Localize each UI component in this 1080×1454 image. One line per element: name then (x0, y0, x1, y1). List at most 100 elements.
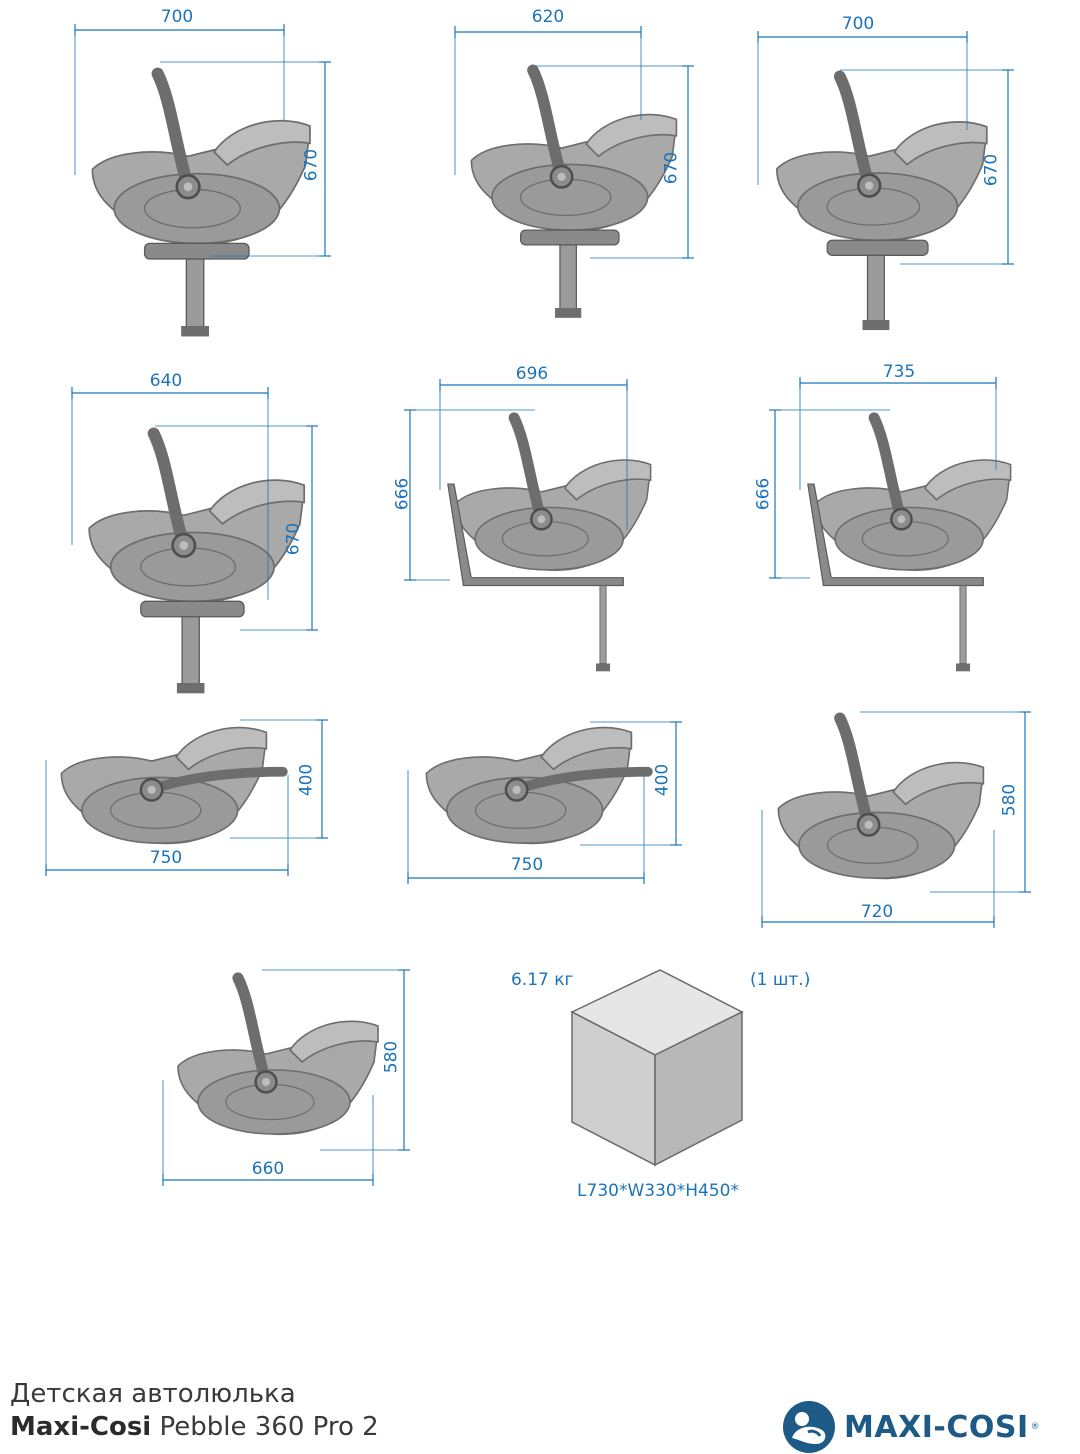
product-brand: Maxi-Cosi (10, 1411, 152, 1442)
support-leg-foot (956, 663, 971, 672)
dimension-width: 700 (841, 14, 875, 34)
support-leg-foot (555, 308, 582, 318)
seat-canopy (175, 726, 268, 771)
seat-view (425, 726, 653, 845)
dimension-height: 400 (652, 763, 673, 797)
support-leg-foot (596, 663, 611, 672)
carry-handle (232, 972, 272, 1088)
isofix-base (519, 229, 620, 246)
dimension-height: 670 (661, 151, 682, 185)
seat-canopy (893, 121, 988, 166)
support-leg-foot (181, 326, 209, 337)
isofix-base (826, 239, 929, 256)
carry-handle (833, 70, 876, 192)
seat-view (470, 64, 678, 318)
support-leg (599, 585, 607, 664)
support-leg (181, 616, 200, 687)
dimension-width: 696 (515, 364, 549, 384)
support-leg (866, 254, 885, 324)
dimension-width: 735 (882, 362, 916, 382)
carry-handle (508, 412, 547, 525)
support-leg (959, 585, 967, 664)
product-name: Maxi-Cosi Pebble 360 Pro 2 (10, 1411, 379, 1444)
package-box-icon (570, 969, 744, 1167)
handle-pivot-center (864, 820, 873, 829)
handle-pivot-center (512, 785, 521, 794)
support-leg (185, 258, 205, 330)
seat-lower-shell (834, 506, 985, 571)
dimension-height: 666 (753, 477, 774, 511)
dimension-width: 620 (531, 7, 565, 27)
dimension-width: 720 (860, 902, 894, 922)
registered-mark: ® (1030, 1422, 1040, 1432)
dimension-height: 670 (301, 148, 322, 182)
handle-pivot-center (537, 515, 546, 524)
support-leg-foot (862, 320, 890, 331)
dimension-width: 700 (160, 7, 194, 27)
seat-canopy (563, 459, 652, 501)
dimension-width: 640 (149, 371, 183, 391)
seat-canopy (923, 459, 1012, 501)
dimension-height: 580 (999, 783, 1020, 817)
dimension-width: 750 (149, 848, 183, 868)
seat-view (807, 412, 1012, 672)
seat-view (777, 712, 985, 880)
handle-pivot-center (557, 172, 566, 181)
handle-pivot-center (147, 785, 156, 794)
dimension-width: 660 (251, 1159, 285, 1179)
dimension-height: 580 (381, 1040, 402, 1074)
seat-lower-shell (446, 776, 604, 844)
seat-canopy (585, 113, 678, 158)
handle-pivot-center (179, 541, 189, 550)
brand-logo: MAXI-COSI® (782, 1400, 1040, 1454)
seat-view (447, 412, 652, 672)
seat-view (60, 726, 288, 845)
seat-canopy (892, 761, 985, 806)
dimension-height: 666 (392, 477, 413, 511)
seat-lower-shell (197, 1069, 351, 1135)
carry-handle (147, 427, 190, 552)
carry-handle (511, 766, 653, 795)
handle-pivot-center (897, 515, 906, 524)
support-leg (559, 244, 577, 312)
seat-view (177, 972, 379, 1136)
handle-pivot-center (183, 182, 193, 192)
handle-pivot-center (865, 181, 874, 190)
isofix-base (807, 483, 984, 587)
seat-lower-shell (81, 776, 239, 844)
carry-handle (834, 712, 875, 831)
seat-canopy (213, 119, 311, 167)
dimension-height: 670 (981, 153, 1002, 187)
isofix-base (140, 600, 245, 618)
seat-canopy (208, 479, 306, 526)
seat-view (88, 427, 306, 694)
box-right-face (654, 1010, 743, 1167)
logo-text: MAXI-COSI (844, 1409, 1029, 1445)
maxi-cosi-baby-icon (783, 1401, 835, 1453)
carry-handle (527, 64, 568, 183)
package-weight: 6.17 кг (511, 970, 574, 990)
dimension-width: 750 (510, 855, 544, 875)
carry-handle (868, 412, 907, 525)
seat-canopy (288, 1020, 379, 1064)
seat-view (775, 70, 988, 331)
support-leg-foot (176, 683, 205, 694)
package-dimensions: L730*W330*H450* (577, 1181, 739, 1201)
dimension-height: 670 (283, 522, 304, 556)
package-quantity: (1 шт.) (750, 970, 811, 990)
product-model: Pebble 360 Pro 2 (151, 1411, 379, 1442)
seat-lower-shell (798, 811, 956, 879)
product-title: Детская автолюлька Maxi-Cosi Pebble 360 … (10, 1378, 379, 1443)
isofix-base (447, 483, 624, 587)
handle-pivot-center (262, 1078, 270, 1086)
product-category: Детская автолюлька (10, 1379, 296, 1409)
seat-view (91, 67, 311, 337)
isofix-base (143, 242, 250, 260)
dimension-height: 400 (296, 763, 317, 797)
seat-lower-shell (474, 506, 625, 571)
seat-canopy (540, 726, 633, 771)
carry-handle (146, 766, 288, 795)
carry-handle (151, 67, 195, 193)
